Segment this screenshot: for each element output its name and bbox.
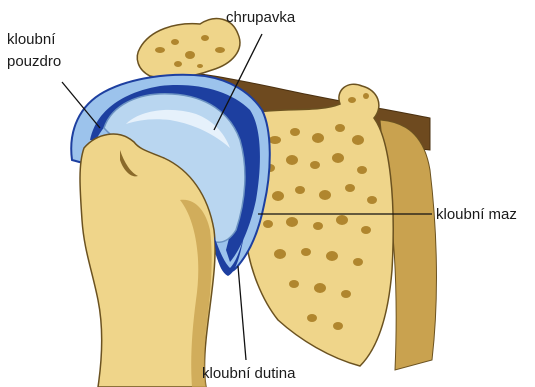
leader-joint-cavity [238, 266, 246, 360]
label-cartilage: chrupavka [226, 9, 296, 26]
label-capsule-line1: kloubní [7, 31, 56, 48]
label-capsule-line2: pouzdro [7, 53, 61, 70]
acromion [137, 19, 240, 78]
label-joint-cavity: kloubní dutina [202, 365, 296, 382]
label-synovial-fluid: kloubní maz [436, 206, 517, 223]
